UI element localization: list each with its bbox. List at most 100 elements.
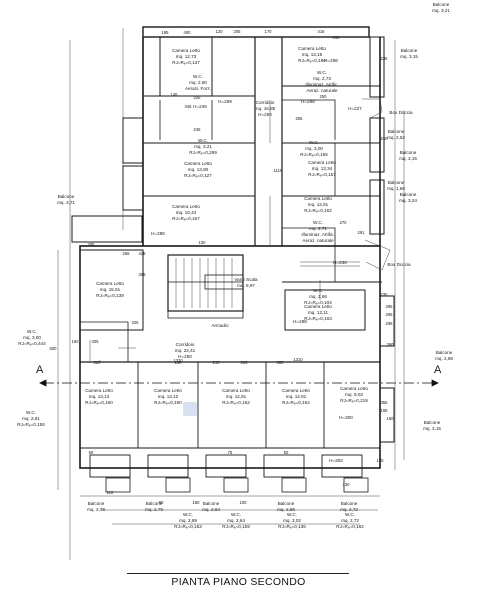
room-label-cl-3: RJ=Rₑ=0,127 (184, 173, 212, 178)
note-h300: H=300 (339, 415, 353, 420)
note-h299: H=299 (218, 99, 232, 104)
room-label-corr-2: Corridoio (176, 342, 195, 347)
room-label-wc-8: W.C. (26, 410, 36, 415)
room-label-wc-2: mq. 2,73 (313, 76, 331, 81)
balcony-label-b14: mq. 2,72 (340, 507, 358, 512)
balcony-label-b1: mq. 3,21 (432, 8, 450, 13)
note-h225: H=225 (193, 104, 207, 109)
dimension-value: 265 (386, 312, 394, 317)
title-rule (127, 573, 349, 574)
dimension-value: 125 (377, 458, 385, 463)
room-label-wc-11: W.C. (287, 512, 297, 517)
balcony-label-b9: Balcone (424, 420, 441, 425)
dimension-value: 291 (358, 230, 366, 235)
dimension-value: 285 (386, 304, 394, 309)
room-label-wc-10: RJ=Rₑ=0,159 (222, 524, 250, 529)
room-label-cl-11: mq. 12,91 (226, 394, 247, 399)
room-label-wc-7: RJ=Rₑ=0,444 (18, 341, 46, 346)
dimension-value: 50 (284, 450, 289, 455)
room-label-corr-1: mq. 16,85 (255, 106, 276, 111)
room-label-wc-11: RJ=Rₑ=0,136 (278, 524, 306, 529)
room-label-scala: Vano Scala (234, 277, 258, 282)
room-label-cl-10: mq. 13,12 (158, 394, 179, 399)
balcony-label-b10: mq. 2,78 (87, 507, 105, 512)
room-label-wc-11: mq. 3,02 (283, 518, 301, 523)
room-label-cl-6: Camera Letto (304, 196, 332, 201)
dimension-value: 130 (199, 240, 207, 245)
dimension-value: 75 (228, 450, 233, 455)
balcony-label-b2: mq. 3,15 (400, 54, 418, 59)
room-label-wc-2: W.C. (317, 70, 327, 75)
dimension-value: 270 (340, 220, 348, 225)
note-h298-c: H=298 (293, 319, 307, 324)
room-label-wc-5: W.C. (313, 220, 323, 225)
dimension-value: 320 (94, 360, 102, 365)
room-label-wc-6: RJ=Rₑ=0,104 (304, 300, 332, 305)
room-label-cl-8: RJ=Rₑ=0,163 (304, 316, 332, 321)
dimension-value: 240 (381, 136, 389, 141)
room-label-cl-4: mq. 13,34 (312, 166, 333, 171)
dimension-value: 90 (159, 500, 164, 505)
dimension-value: 255 (296, 116, 304, 121)
room-label-cl-8: mq. 12,11 (308, 310, 329, 315)
detail-lines (89, 98, 391, 362)
dimension-value: 60 (89, 450, 94, 455)
dimension-value: 410 (333, 35, 341, 40)
room-label-wc-1: W.C. (193, 74, 203, 79)
room-label-cl-7: mq. 15,51 (100, 287, 121, 292)
room-label-cl-5: mq. 10,44 (176, 210, 197, 215)
note-h288: H=288 (151, 231, 165, 236)
balcony-label-b11: mq. 2,79 (145, 507, 163, 512)
note-armadio: Armadio (211, 323, 229, 328)
balcony-label-b12: Balcone (203, 501, 220, 506)
note-h298-a: H=298 (324, 58, 338, 63)
dimension-value: 245 (194, 127, 202, 132)
room-label-wc-12: W.C. (345, 512, 355, 517)
room-label-cl-3: Camera Letto (184, 161, 212, 166)
room-label-wc-1: Aerazi. Forz. (185, 86, 211, 91)
room-label-wc-2: Illuminaz. Artific. (305, 82, 338, 87)
dimension-value: 250 (320, 94, 328, 99)
room-label-wc-6: W.C. (313, 288, 323, 293)
room-label-cl-9: Camera Letto (85, 388, 113, 393)
dimension-value: 1310 (293, 357, 303, 362)
dimension-value: 425 (139, 251, 147, 256)
dimension-value: 130 (343, 482, 351, 487)
balcony-label-b1: Balcone (433, 2, 450, 7)
room-label-cl-11: Camera Letto (222, 388, 250, 393)
room-label-wc-3: RJ=Rₑ=0,299 (189, 150, 217, 155)
room-label-cl-11: RJ=Rₑ=0,162 (222, 400, 250, 405)
dimension-lines (57, 28, 405, 560)
dimension-value: 235 (381, 56, 389, 61)
room-label-wc-7: mq. 3,00 (23, 335, 41, 340)
room-label-wc-5: Illuminaz. Artific. (301, 232, 334, 237)
room-label-wc-4: W.C. (309, 140, 319, 145)
room-label-corr-1: Corridoio (256, 100, 275, 105)
note-box-doccia-2: Box Doccia (387, 262, 411, 267)
balcony-label-b2: Balcone (401, 48, 418, 53)
balcony-label-b8: Balcone (436, 350, 453, 355)
room-label-wc-5: Aeraz. naturale (302, 238, 334, 243)
dimension-value: 416 (318, 29, 326, 34)
room-label-wc-4: RJ=Rₑ=0,155 (300, 152, 328, 157)
room-label-corr-2: H=250 (178, 354, 192, 359)
dimension-value: 265 (123, 251, 131, 256)
section-mark-right: A (434, 364, 442, 376)
dimension-value: 110 (107, 490, 114, 495)
room-label-cl-4: Camera Letto (308, 160, 336, 165)
dimension-value: 295 (386, 321, 394, 326)
section-line (39, 379, 439, 387)
room-label-cl-13: mq. 9,02 (345, 392, 363, 397)
dimension-value: 180 (193, 500, 201, 505)
room-label-cl-1: mq. 12,73 (176, 54, 197, 59)
balcony-label-b13: Balcone (278, 501, 295, 506)
dimension-value: 145 (171, 92, 179, 97)
outer-walls (71, 26, 395, 493)
dimension-value: 390 (387, 342, 395, 347)
room-label-cl-7: Camera Letto (96, 281, 124, 286)
balcony-label-b14: Balcone (341, 501, 358, 506)
room-label-wc-9: W.C. (183, 512, 193, 517)
dimension-value: 285 (88, 242, 96, 247)
dimension-value: 205 (234, 29, 242, 34)
